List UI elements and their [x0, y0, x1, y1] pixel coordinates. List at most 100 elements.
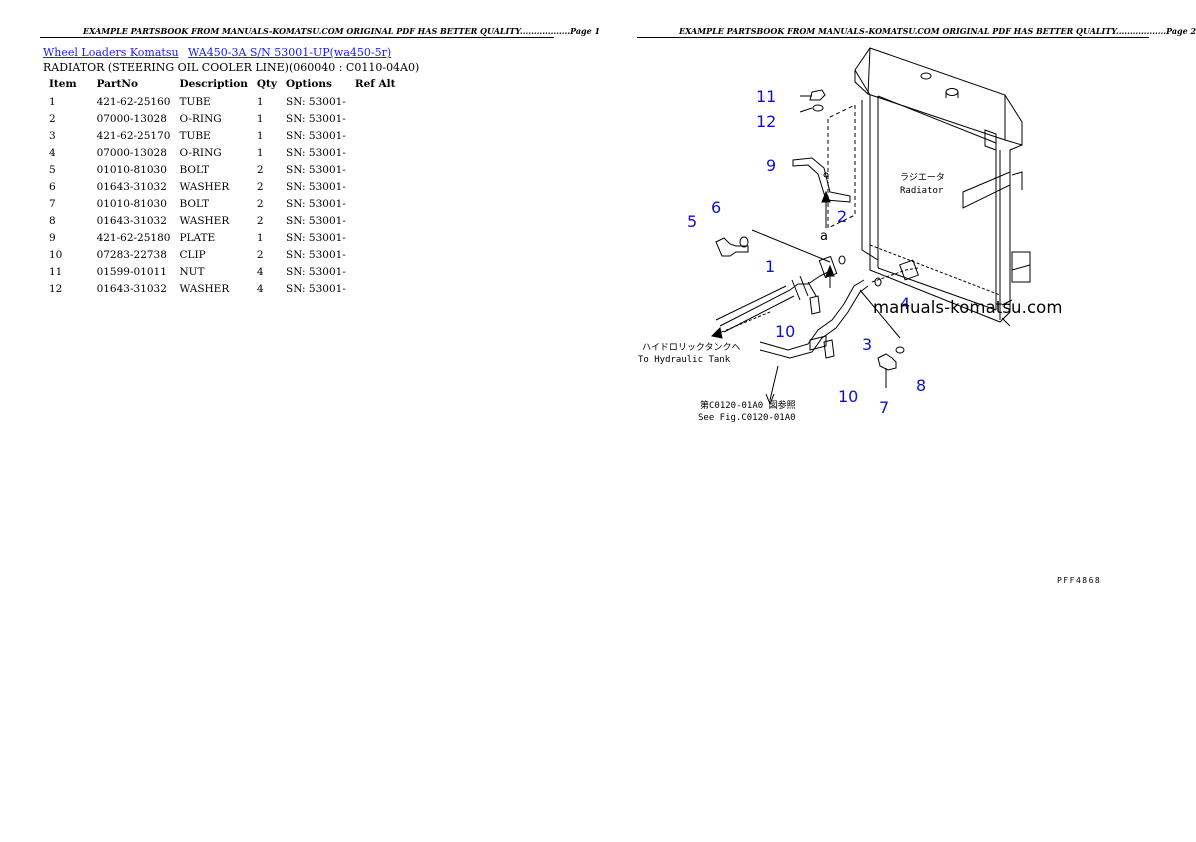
cell-partno: 07283-22738 — [96, 248, 167, 261]
cell-options: SN: 53001- — [286, 265, 346, 278]
cell-partno: 07000-13028 — [96, 112, 167, 125]
cell-partno: 01599-01011 — [96, 265, 167, 278]
cell-partno: 421-62-25160 — [96, 95, 171, 108]
callout-10b: 10 — [838, 387, 858, 406]
cell-partno: 421-62-25180 — [96, 231, 171, 244]
cell-description: BOLT — [179, 163, 210, 176]
cell-qty: 1 — [256, 95, 264, 108]
column-header-qty: Qty — [256, 78, 278, 90]
callout-7: 7 — [879, 398, 889, 417]
cell-item: 6 — [49, 180, 56, 193]
column-header-item: Item — [49, 78, 77, 90]
cell-description: NUT — [179, 265, 205, 278]
cell-item: 10 — [49, 248, 63, 261]
cell-options: SN: 53001- — [286, 282, 346, 295]
hydraulic-tank-label-en: To Hydraulic Tank — [638, 355, 731, 365]
cell-partno: 07000-13028 — [96, 146, 167, 159]
callout-9: 9 — [766, 156, 776, 175]
callout-8: 8 — [916, 376, 926, 395]
parts-table: Item PartNo Description Qty Options Ref … — [46, 77, 401, 297]
cell-item: 5 — [49, 163, 56, 176]
column-header-description: Description — [179, 78, 248, 90]
callout-5: 5 — [687, 212, 697, 231]
cell-item: 7 — [49, 197, 56, 210]
cell-partno: 01010-81030 — [96, 197, 167, 210]
cell-partno: 01643-31032 — [96, 282, 167, 295]
callout-3: 3 — [862, 335, 872, 354]
cell-item: 3 — [49, 129, 56, 142]
cell-partno: 01643-31032 — [96, 214, 167, 227]
callout-10: 10 — [775, 322, 795, 341]
table-row: 5 01010-81030 BOLT 2 SN: 53001- — [46, 161, 401, 178]
bolt-part — [715, 237, 749, 257]
drawing-code: PFF4868 — [1057, 576, 1102, 585]
table-header-row: Item PartNo Description Qty Options Ref … — [46, 77, 401, 93]
column-header-partno: PartNo — [96, 78, 138, 90]
radiator-top-bar — [854, 70, 1023, 146]
tube-part-1 — [719, 269, 833, 327]
cell-options: SN: 53001- — [286, 129, 346, 142]
table-row: 2 07000-13028 O-RING 1 SN: 53001- — [46, 110, 401, 127]
cell-item: 9 — [49, 231, 56, 244]
column-header-options: Options — [286, 78, 332, 90]
radiator-core — [877, 96, 997, 310]
radiator-cap — [920, 72, 932, 80]
cell-partno: 01643-31032 — [96, 180, 167, 193]
breadcrumb-link-category[interactable]: Wheel Loaders Komatsu — [43, 46, 179, 59]
cell-qty: 4 — [256, 265, 264, 278]
cell-partno: 01010-81030 — [96, 163, 167, 176]
breadcrumb-link-model[interactable]: WA450-3A S/N 53001-UP(wa450-5r) — [188, 46, 392, 59]
cell-description: WASHER — [179, 282, 230, 295]
cell-item: 4 — [49, 146, 56, 159]
cell-qty: 2 — [256, 163, 264, 176]
page-header: EXAMPLE PARTSBOOK FROM MANUALS-KOMATSU.C… — [679, 26, 1196, 36]
cell-options: SN: 53001- — [286, 95, 346, 108]
cell-options: SN: 53001- — [286, 112, 346, 125]
breadcrumb: Wheel Loaders Komatsu WA450-3A S/N 53001… — [43, 46, 397, 59]
radiator-frame — [854, 47, 1023, 323]
cell-description: O-RING — [179, 112, 222, 125]
cell-options: SN: 53001- — [286, 180, 346, 193]
radiator-label-jp: ラジエータ — [900, 172, 945, 183]
page-title: RADIATOR (STEERING OIL COOLER LINE)(0600… — [43, 61, 420, 74]
cell-options: SN: 53001- — [286, 214, 346, 227]
cell-options: SN: 53001- — [286, 163, 346, 176]
cell-qty: 1 — [256, 129, 264, 142]
cell-qty: 2 — [256, 248, 264, 261]
cell-qty: 2 — [256, 180, 264, 193]
header-rule — [637, 37, 1149, 38]
parts-page-2: EXAMPLE PARTSBOOK FROM MANUALS-KOMATSU.C… — [595, 0, 1196, 842]
watermark: manuals-komatsu.com — [873, 298, 1063, 317]
cell-item: 1 — [49, 95, 56, 108]
cell-item: 8 — [49, 214, 56, 227]
bolt-part-7 — [877, 353, 897, 371]
cell-qty: 1 — [256, 231, 264, 244]
callout-6: 6 — [711, 198, 721, 217]
see-fig-label-jp: 第C0120-01A0 図参照 — [700, 399, 796, 411]
cell-description: O-RING — [179, 146, 222, 159]
cell-item: 2 — [49, 112, 56, 125]
callout-4: 4 — [900, 294, 910, 313]
callout-a: a — [820, 229, 828, 244]
cell-options: SN: 53001- — [286, 197, 346, 210]
callout-12: 12 — [756, 112, 776, 131]
cell-qty: 1 — [256, 112, 264, 125]
header-rule — [40, 37, 554, 38]
cell-qty: 2 — [256, 214, 264, 227]
cell-qty: 2 — [256, 197, 264, 210]
cell-qty: 1 — [256, 146, 264, 159]
clip-part — [809, 295, 821, 315]
callout-11: 11 — [756, 87, 776, 106]
hydraulic-tank-label-jp: ハイドロリックタンクへ — [642, 342, 740, 353]
